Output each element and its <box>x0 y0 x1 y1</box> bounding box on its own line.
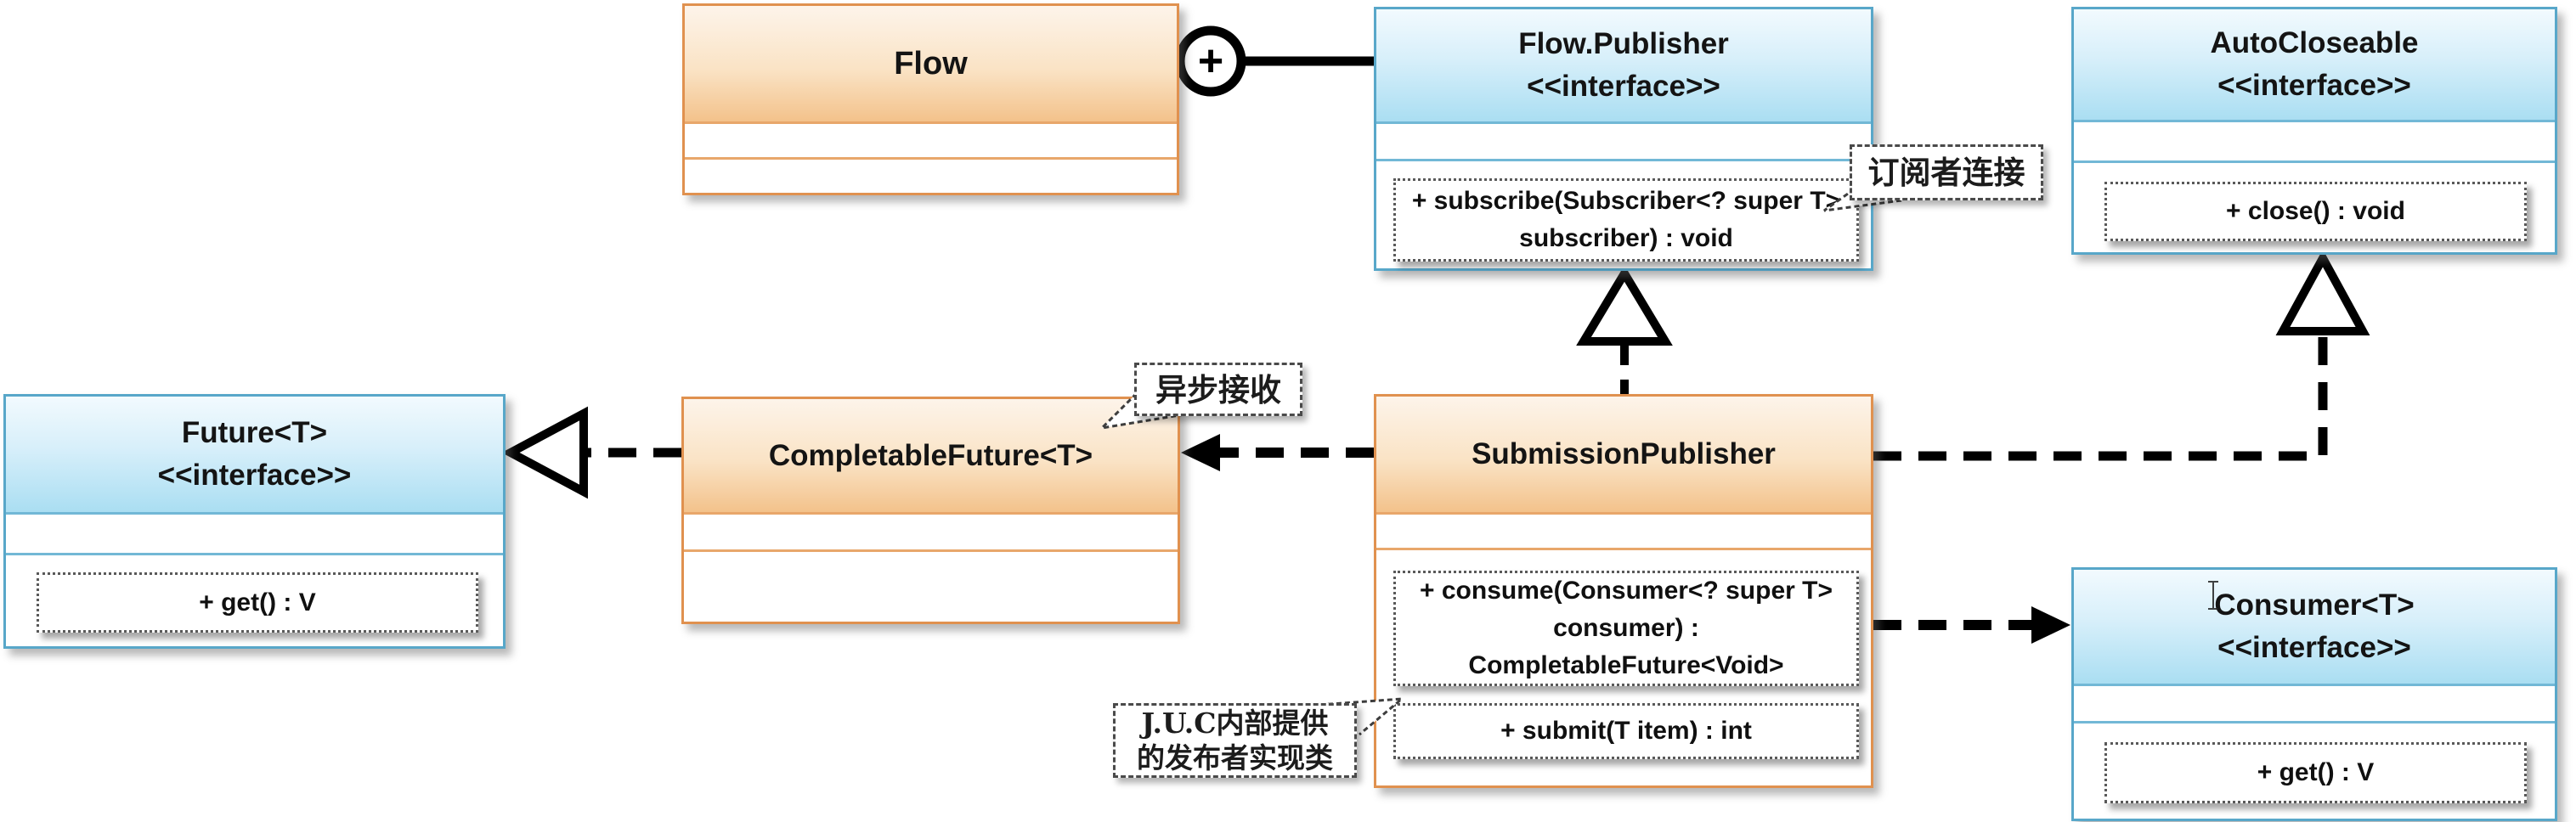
callout-subscriber-connect: 订阅者连接 <box>1850 144 2043 200</box>
realization-submissionpublisher-flowpublisher <box>1576 265 1673 397</box>
attributes-compartment <box>685 121 1177 157</box>
callout-juc-publisher-impl: J.U.C内部提供 的发布者实现类 <box>1113 703 1357 778</box>
containment-connector-flow: + <box>1175 25 1376 97</box>
plus-icon: + <box>1198 37 1223 86</box>
attributes-compartment <box>2074 120 2555 160</box>
methods-compartment: + get() : V <box>6 553 503 646</box>
class-header: CompletableFuture<T> <box>684 399 1178 512</box>
callout-text: 订阅者连接 <box>1867 154 2025 191</box>
stereotype-label: <<interface>> <box>2217 69 2411 102</box>
class-title: SubmissionPublisher <box>1472 437 1776 470</box>
realization-submissionpublisher-autocloseable <box>1873 249 2370 461</box>
class-title: AutoCloseable <box>2210 26 2419 59</box>
attributes-compartment <box>2074 684 2555 721</box>
class-title: Consumer<T> <box>2214 588 2415 622</box>
dependency-submissionpublisher-consumer <box>1873 606 2070 644</box>
class-header: Future<T> <<interface>> <box>6 397 503 512</box>
class-header: Consumer<T> <<interface>> <box>2074 570 2555 684</box>
stereotype-label: <<interface>> <box>157 459 352 492</box>
methods-compartment: + consume(Consumer<? super T> consumer) … <box>1376 548 1871 785</box>
class-title: Flow.Publisher <box>1518 27 1729 60</box>
realization-completablefuture-future <box>501 406 681 499</box>
method-box-close: + close() : void <box>2104 182 2527 241</box>
method-box-get: + get() : V <box>37 572 478 633</box>
class-box-flow: Flow <box>682 3 1179 195</box>
class-box-future: Future<T> <<interface>> + get() : V <box>3 394 506 649</box>
class-box-completablefuture: CompletableFuture<T> <box>681 397 1180 624</box>
methods-compartment <box>685 157 1177 193</box>
class-box-autocloseable: AutoCloseable <<interface>> + close() : … <box>2071 7 2557 255</box>
methods-compartment: + subscribe(Subscriber<? super T> subscr… <box>1376 159 1871 268</box>
callout-text: 异步接收 <box>1155 370 1281 408</box>
class-title: Future<T> <box>181 416 328 449</box>
class-header: Flow <box>685 6 1177 121</box>
methods-compartment <box>684 549 1178 622</box>
stereotype-label: <<interface>> <box>2217 631 2411 664</box>
dependency-submissionpublisher-completablefuture <box>1181 434 1374 471</box>
method-box-consume: + consume(Consumer<? super T> consumer) … <box>1393 571 1859 686</box>
methods-compartment: + close() : void <box>2074 160 2555 252</box>
methods-compartment: + get() : V <box>2074 721 2555 819</box>
text-cursor-artifact <box>2206 581 2220 610</box>
method-box-submit: + submit(T item) : int <box>1393 703 1859 759</box>
method-box-subscribe: + subscribe(Subscriber<? super T> subscr… <box>1393 178 1859 262</box>
stereotype-label: <<interface>> <box>1527 70 1720 103</box>
attributes-compartment <box>684 512 1178 549</box>
callout-text-line2: 的发布者实现类 <box>1137 741 1333 774</box>
class-box-flow-publisher: Flow.Publisher <<interface>> + subscribe… <box>1374 7 1873 271</box>
class-title: Flow <box>894 46 968 82</box>
class-header: AutoCloseable <<interface>> <box>2074 9 2555 120</box>
callout-async-receive: 异步接收 <box>1134 363 1302 416</box>
class-box-consumer: Consumer<T> <<interface>> + get() : V <box>2071 567 2557 821</box>
method-box-get: + get() : V <box>2104 742 2527 803</box>
class-header: Flow.Publisher <<interface>> <box>1376 9 1871 121</box>
class-box-submissionpublisher: SubmissionPublisher + consume(Consumer<?… <box>1374 394 1873 788</box>
class-header: SubmissionPublisher <box>1376 397 1871 512</box>
attributes-compartment <box>6 512 503 553</box>
callout-text-line1: J.U.C内部提供 <box>1141 707 1329 740</box>
attributes-compartment <box>1376 121 1871 159</box>
class-title: CompletableFuture<T> <box>768 438 1093 472</box>
attributes-compartment <box>1376 512 1871 548</box>
